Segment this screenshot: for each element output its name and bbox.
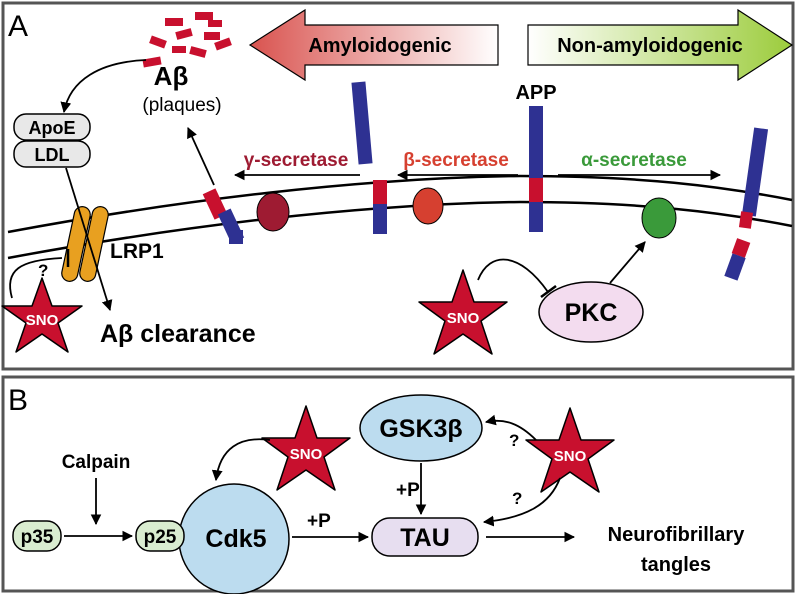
sno-pkc-inhibition-bar <box>540 284 557 299</box>
gsk3b-node <box>359 394 483 462</box>
pkc-label: PKC <box>565 299 618 327</box>
plus-p-label-cdk5: +P <box>307 511 331 532</box>
pkc-node <box>538 281 644 343</box>
sno-star-lrp1 <box>1 277 83 353</box>
beta-secretase-enzyme <box>412 187 444 225</box>
amyloidogenic-label: Amyloidogenic <box>308 35 451 57</box>
tau-node <box>371 517 479 557</box>
sno-star-pkc <box>418 269 508 355</box>
sno-to-tau-arrow <box>482 477 561 527</box>
gsk3b-label: GSK3β <box>379 415 462 443</box>
sno-lrp1-question: ? <box>38 261 48 280</box>
tangles-label-line2: tangles <box>641 554 711 576</box>
non-amyloidogenic-label: Non-amyloidogenic <box>557 35 743 57</box>
sno-to-cdk5-arrow <box>211 438 271 482</box>
sno-gsk-question: ? <box>509 431 519 450</box>
app-gamma-fragment <box>202 188 245 244</box>
app-beta-fragment <box>351 81 387 234</box>
app-label: APP <box>515 82 556 104</box>
cdk5-label: Cdk5 <box>205 525 266 553</box>
sno-label-lrp1: SNO <box>26 312 59 329</box>
alpha-secretase-label: α-secretase <box>581 150 687 171</box>
abeta-label: Aβ <box>154 61 189 91</box>
sno-star-cdk5 <box>261 405 351 491</box>
tangles-label-line1: Neurofibrillary <box>608 524 746 546</box>
non-amyloidogenic-arrow <box>527 8 794 82</box>
p25-label: p25 <box>144 527 177 548</box>
gamma-secretase-label: γ-secretase <box>244 150 349 171</box>
lrp1-label: LRP1 <box>110 240 164 263</box>
sno-label-cdk5: SNO <box>290 446 323 463</box>
app-protein-full <box>529 106 543 232</box>
gamma-secretase-enzyme <box>256 192 290 232</box>
p35-label: p35 <box>21 527 54 548</box>
p25-node <box>135 520 185 552</box>
panel-a-label: A <box>8 10 28 43</box>
plus-p-label-gsk: +P <box>396 480 420 501</box>
pkc-to-alpha-arrow <box>609 241 646 284</box>
cell-membrane <box>7 174 793 260</box>
beta-secretase-label: β-secretase <box>403 150 509 171</box>
sno-label-gsk: SNO <box>554 448 587 465</box>
abeta-clearance-label: Aβ clearance <box>100 320 256 348</box>
ldl-label: LDL <box>35 145 70 165</box>
panel-b-label: B <box>8 384 28 417</box>
fragment-to-plaques-arrow <box>187 127 215 186</box>
sno-to-gsk-arrow <box>484 414 537 441</box>
ldl-box <box>13 140 91 168</box>
p35-node <box>12 520 62 552</box>
panel-a-frame <box>1 1 795 371</box>
sno-pkc-inhibition <box>477 258 549 293</box>
panel-b-frame <box>1 375 795 593</box>
abeta-to-apoe-arrow <box>60 59 147 114</box>
sno-lrp1-inhibition <box>9 257 63 299</box>
sno-star-gsk <box>525 407 615 493</box>
sno-tau-question: ? <box>512 489 522 508</box>
sno-label-pkc: SNO <box>447 310 480 327</box>
app-alpha-fragment <box>724 127 769 281</box>
apoe-label: ApoE <box>29 118 76 138</box>
ldl-to-clearance-arrow <box>65 167 113 312</box>
abeta-fragments <box>142 12 232 68</box>
amyloidogenic-arrow <box>248 8 499 82</box>
apoe-box <box>13 113 91 141</box>
calpain-label: Calpain <box>62 452 131 473</box>
plaques-label: (plaques) <box>142 95 221 116</box>
alpha-secretase-enzyme <box>641 197 677 239</box>
tau-label: TAU <box>400 524 450 552</box>
